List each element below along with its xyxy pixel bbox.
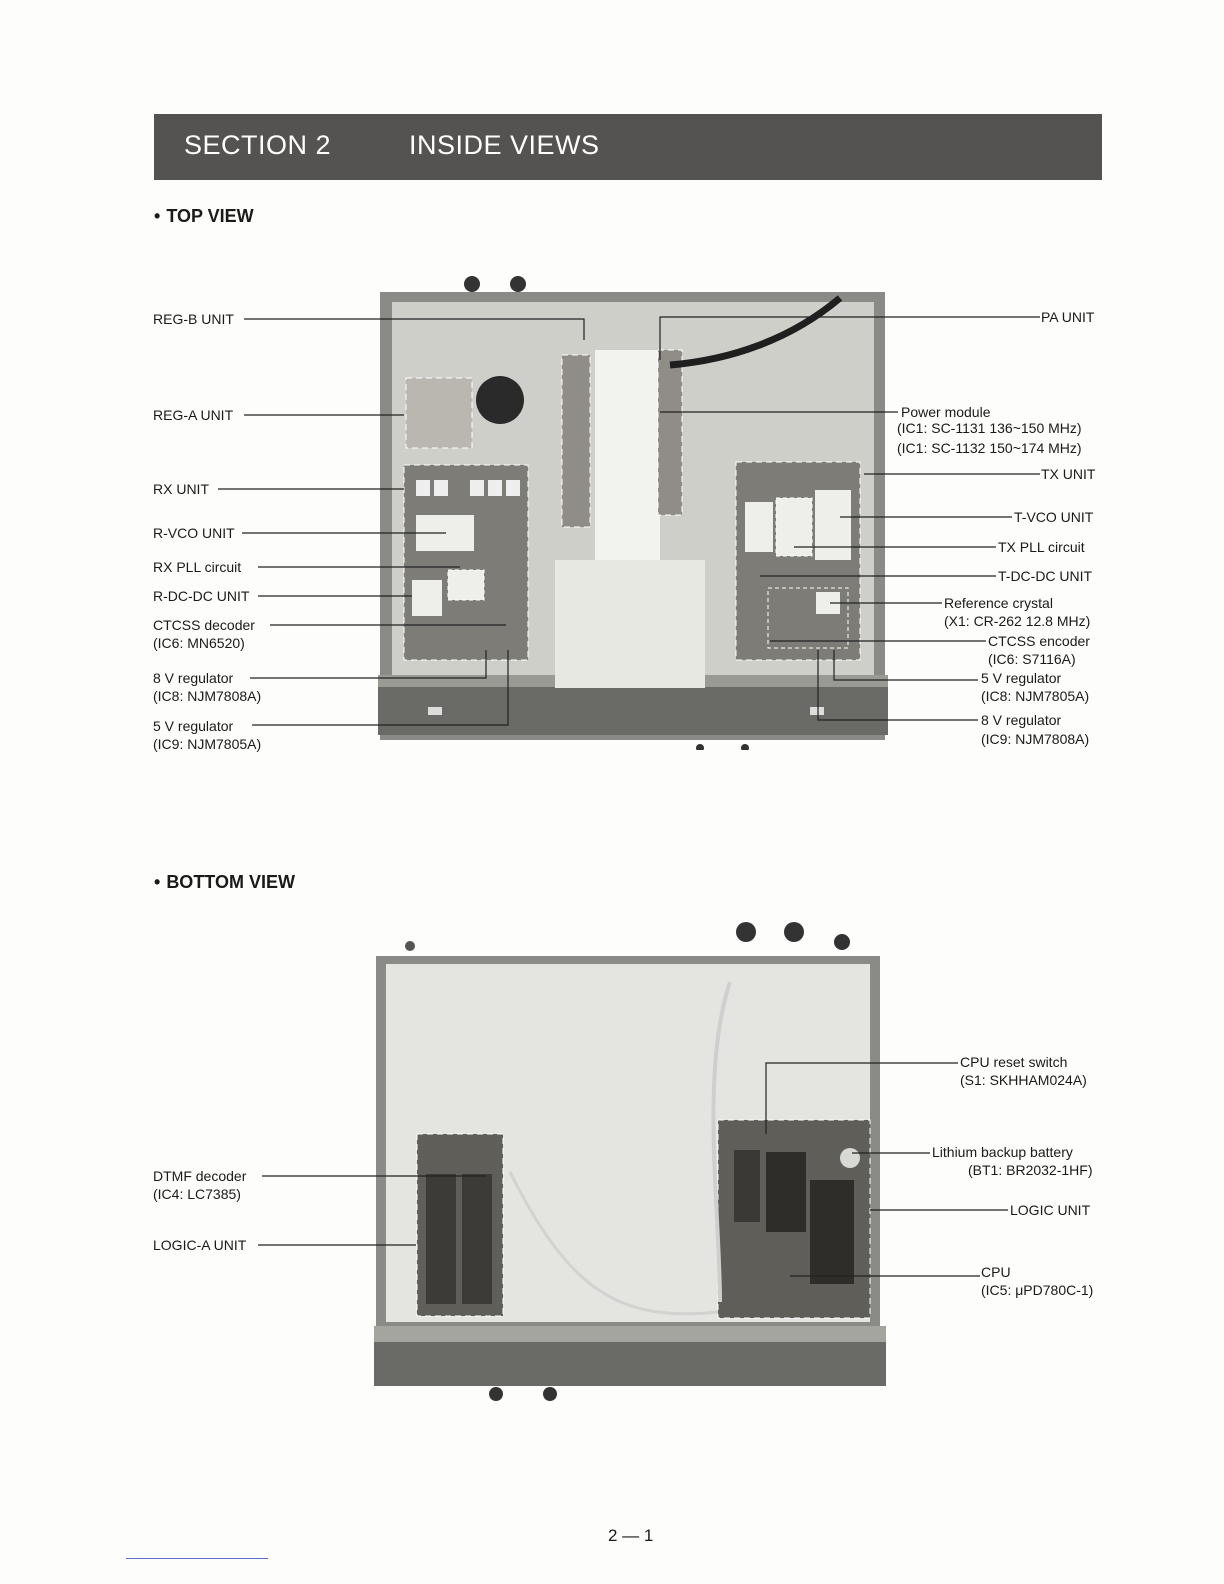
label-r-dc-dc-unit: R-DC-DC UNIT (153, 588, 250, 604)
label-cpu-reset-switch: CPU reset switch (960, 1054, 1068, 1070)
label-tx-unit: TX UNIT (1041, 466, 1096, 482)
label-ctcss-decoder: CTCSS decoder (153, 617, 255, 633)
label-8v-regulator-tx: 8 V regulator (981, 712, 1062, 728)
label-t-vco-unit: T-VCO UNIT (1014, 509, 1094, 525)
label-ctcss-encoder: CTCSS encoder (988, 633, 1090, 649)
page-number: 2 — 1 (608, 1526, 654, 1545)
label-8v-regulator-ic: (IC8: NJM7808A) (153, 688, 262, 704)
section-title: INSIDE VIEWS (409, 130, 600, 160)
label-logic-a-unit: LOGIC-A UNIT (153, 1237, 247, 1253)
label-5v-regulator-ic: (IC9: NJM7805A) (153, 736, 262, 752)
top-view-photo (378, 276, 888, 750)
label-logic-unit: LOGIC UNIT (1010, 1202, 1091, 1218)
label-ctcss-decoder-ic: (IC6: MN6520) (153, 635, 245, 651)
label-r-vco-unit: R-VCO UNIT (153, 525, 235, 541)
section-number: SECTION 2 (184, 130, 332, 160)
label-pa-unit: PA UNIT (1041, 309, 1095, 325)
label-rx-pll-circuit: RX PLL circuit (153, 559, 242, 575)
label-power-module-ic1a: (IC1: SC-1131 136~150 MHz) (897, 420, 1082, 436)
label-reg-a-unit: REG-A UNIT (153, 407, 234, 423)
label-5v-regulator-tx: 5 V regulator (981, 670, 1062, 686)
label-tx-pll-circuit: TX PLL circuit (998, 539, 1085, 555)
label-lithium-backup-battery-bt1: (BT1: BR2032-1HF) (968, 1162, 1093, 1178)
label-5v-regulator: 5 V regulator (153, 718, 234, 734)
label-dtmf-decoder: DTMF decoder (153, 1168, 247, 1184)
label-power-module-ic1b: (IC1: SC-1132 150~174 MHz) (897, 440, 1082, 456)
label-lithium-backup-battery: Lithium backup battery (932, 1144, 1073, 1160)
footer-rule (126, 1558, 268, 1559)
label-cpu-reset-switch-s1: (S1: SKHHAM024A) (960, 1072, 1087, 1088)
label-8v-regulator: 8 V regulator (153, 670, 234, 686)
label-ctcss-encoder-ic: (IC6: S7116A) (988, 651, 1076, 667)
label-cpu: CPU (981, 1264, 1011, 1280)
top-view-heading: •TOP VIEW (154, 206, 254, 226)
label-5v-regulator-tx-ic: (IC8: NJM7805A) (981, 688, 1090, 704)
label-power-module: Power module (901, 404, 991, 420)
label-rx-unit: RX UNIT (153, 481, 209, 497)
label-reference-crystal-x1: (X1: CR-262 12.8 MHz) (944, 613, 1091, 629)
label-t-dc-dc-unit: T-DC-DC UNIT (998, 568, 1093, 584)
bottom-view-photo (374, 922, 886, 1401)
label-reg-b-unit: REG-B UNIT (153, 311, 234, 327)
label-8v-regulator-tx-ic: (IC9: NJM7808A) (981, 731, 1090, 747)
label-dtmf-decoder-ic: (IC4: LC7385) (153, 1186, 241, 1202)
label-reference-crystal: Reference crystal (944, 595, 1053, 611)
bottom-view-heading: •BOTTOM VIEW (154, 872, 295, 892)
label-cpu-ic: (IC5: μPD780C-1) (981, 1282, 1094, 1298)
section-banner: SECTION 2 INSIDE VIEWS (154, 114, 1102, 180)
